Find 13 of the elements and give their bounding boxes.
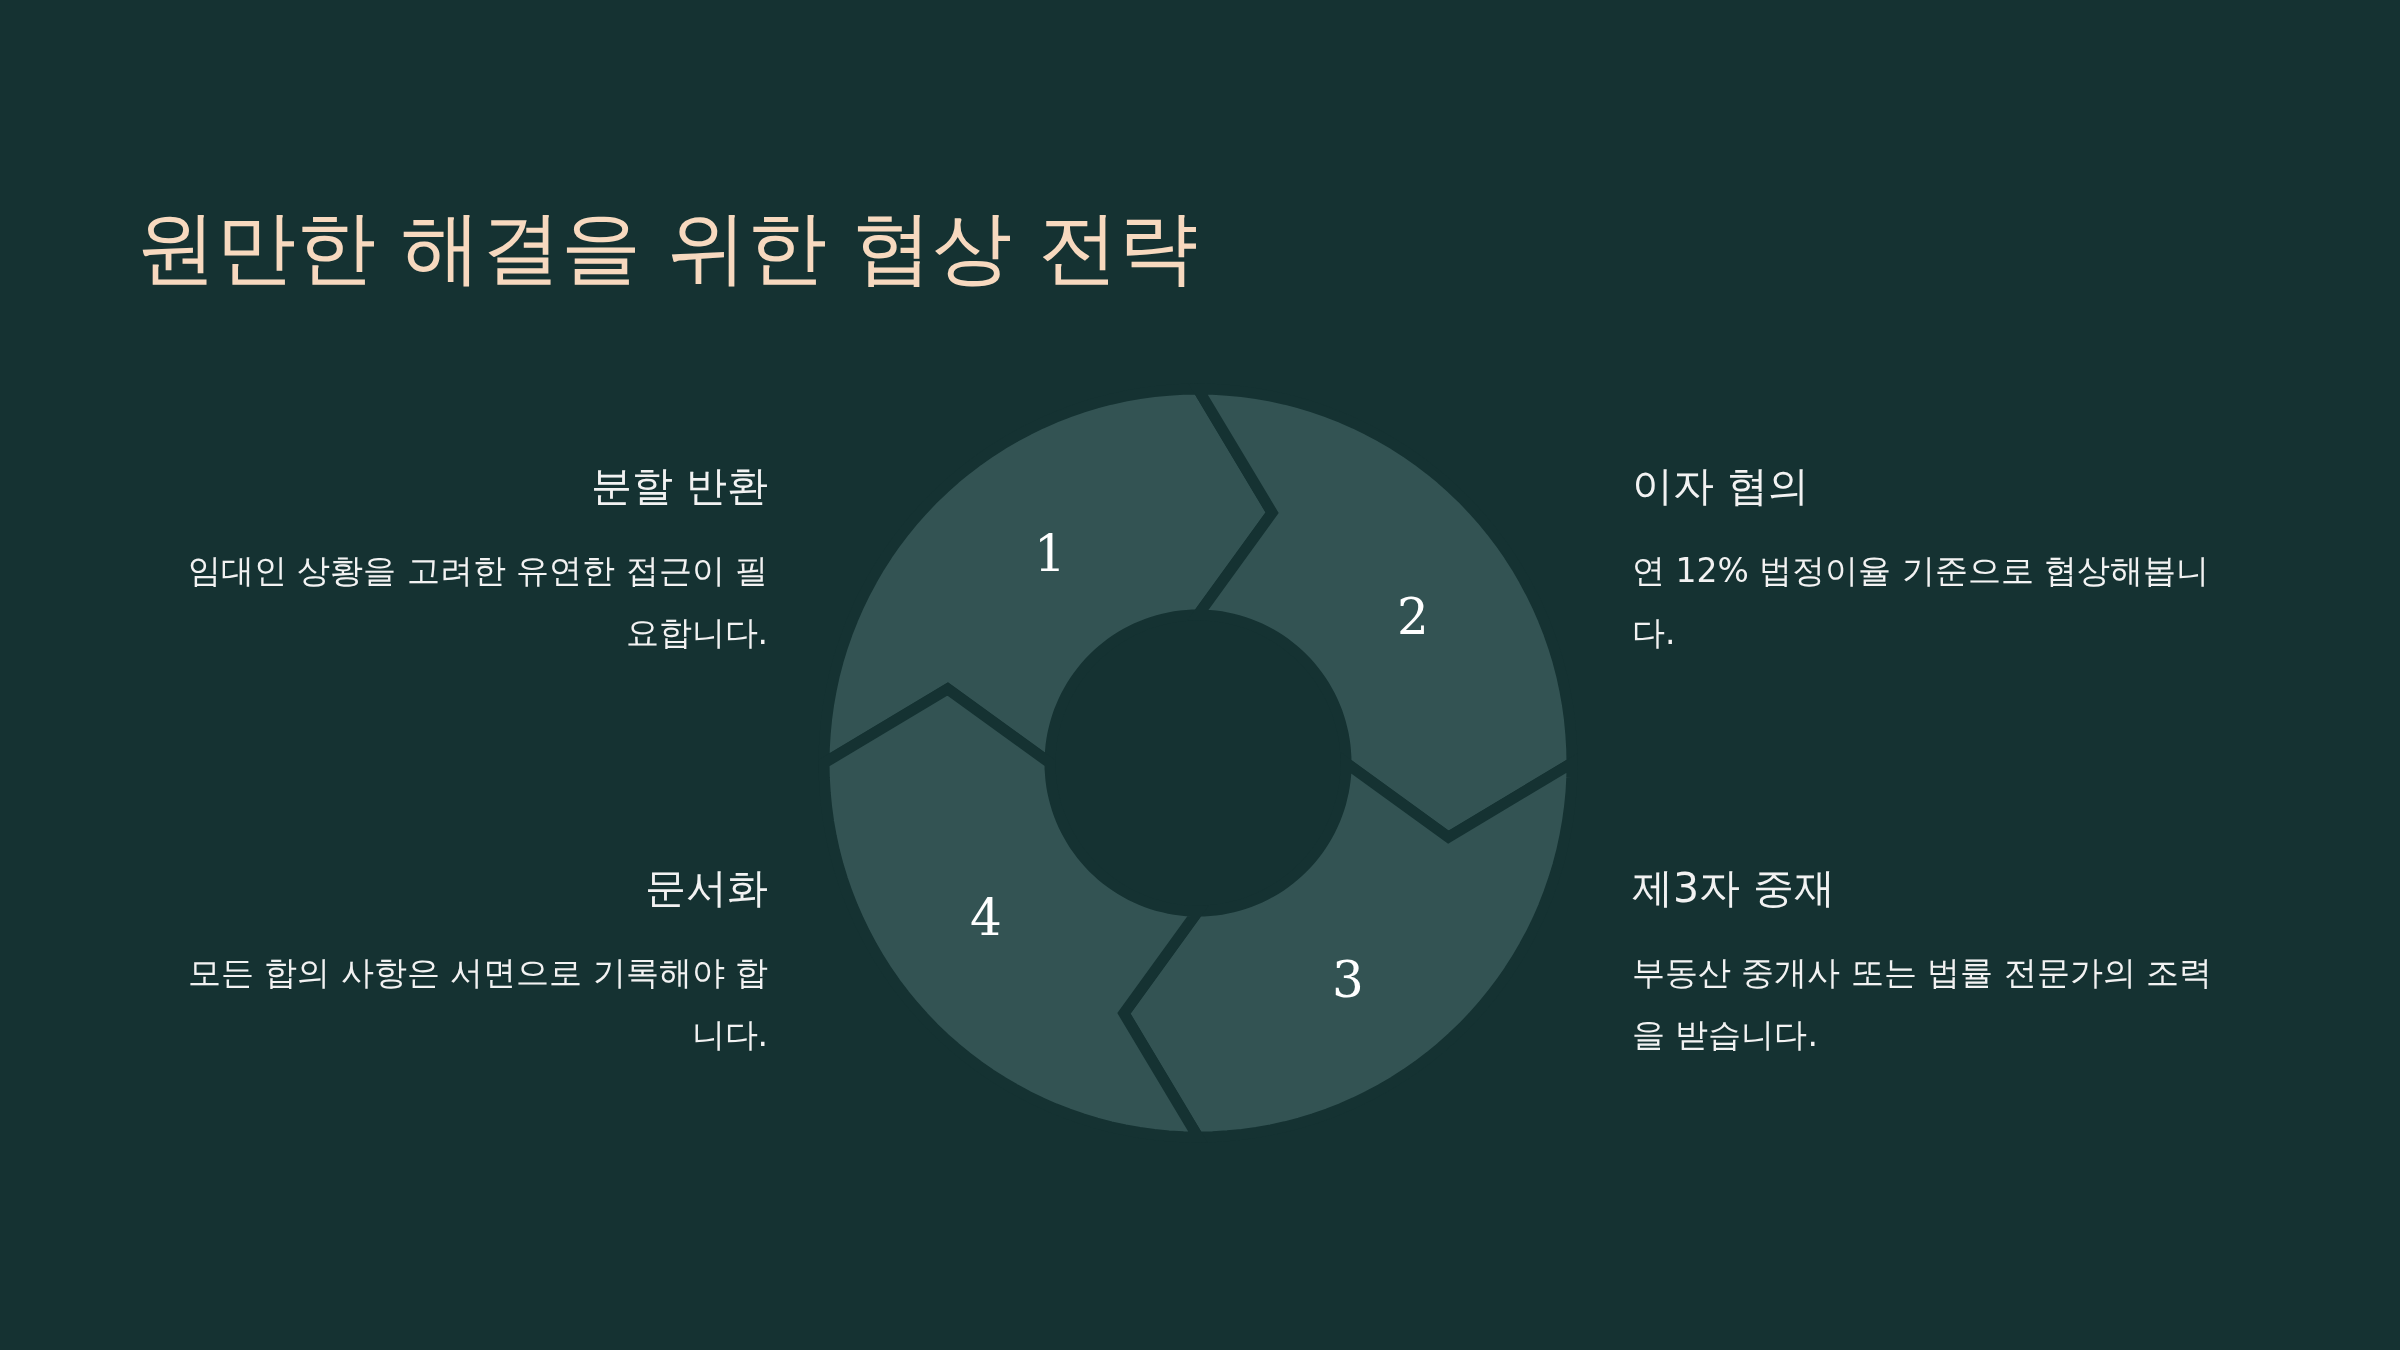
step-number: 1	[1034, 525, 1066, 583]
step-number: 2	[1397, 588, 1429, 646]
step-description: 부동산 중개사 또는 법률 전문가의 조력을 받습니다.	[1632, 952, 2214, 1056]
step-description: 모든 합의 사항은 서면으로 기록해야 합니다.	[186, 952, 768, 1056]
step-description: 연 12% 법정이율 기준으로 협상해봅니다.	[1632, 550, 2211, 654]
step-description: 임대인 상황을 고려한 유연한 접근이 필요합니다.	[186, 550, 768, 654]
step-heading: 분할 반환	[590, 462, 768, 512]
title: 원만한 해결을 위한 협상 전략	[136, 200, 1198, 296]
step-heading: 문서화	[645, 864, 768, 914]
step-number: 3	[1332, 951, 1364, 1009]
step-heading: 제3자 중재	[1632, 864, 1836, 914]
step-number: 4	[970, 889, 1002, 947]
step-heading: 이자 협의	[1632, 462, 1810, 512]
